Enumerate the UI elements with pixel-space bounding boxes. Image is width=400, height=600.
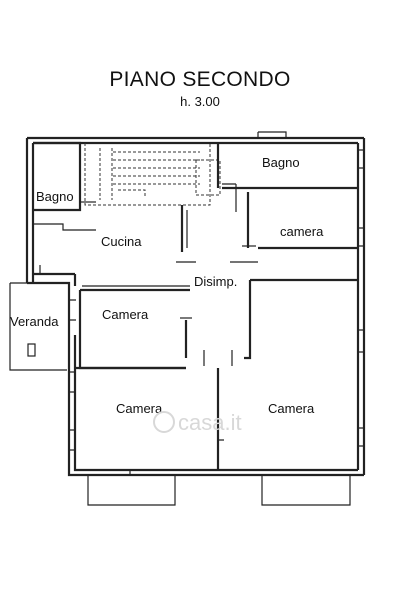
balconies <box>87 475 351 506</box>
room-label-camera-small: camera <box>280 224 324 239</box>
watermark-text: casa.it <box>178 410 242 435</box>
room-label-veranda: Veranda <box>10 314 59 329</box>
plan-height: h. 3.00 <box>180 94 220 109</box>
watermark-logo-icon <box>153 411 175 433</box>
room-label-camera-bottom-right: Camera <box>268 401 315 416</box>
room-label-camera-mid: Camera <box>102 307 149 322</box>
interior-walls <box>33 141 358 476</box>
room-label-cucina: Cucina <box>101 234 142 249</box>
outer-walls <box>25 131 366 477</box>
plan-title: PIANO SECONDO <box>109 68 290 91</box>
room-label-bagno-right: Bagno <box>262 155 300 170</box>
veranda <box>9 282 67 371</box>
watermark: casa.it <box>153 410 242 435</box>
room-label-bagno-left: Bagno <box>36 189 74 204</box>
room-label-camera-bottom-left: Camera <box>116 401 163 416</box>
room-label-disimpegno: Disimp. <box>194 274 237 289</box>
